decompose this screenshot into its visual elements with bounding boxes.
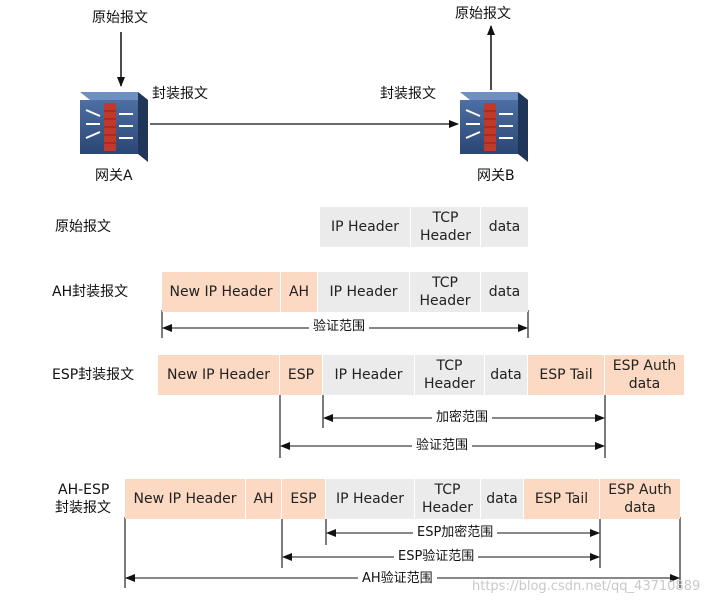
cell-data: data (485, 355, 528, 395)
original-out-label: 原始报文 (455, 6, 511, 22)
encap-a-label: 封装报文 (152, 86, 208, 102)
ahesp-esp-verify-range-label: ESP验证范围 (394, 549, 479, 565)
ahesp-ah-verify-range-label: AH验证范围 (358, 571, 437, 587)
cell-esp-tail: ESP Tail (528, 355, 605, 395)
cell-ip-header: IP Header (326, 479, 415, 519)
cell-ip-header: IP Header (323, 355, 415, 395)
cell-data: data (481, 207, 528, 247)
row-original-label: 原始报文 (55, 219, 111, 235)
cell-ah: AH (281, 272, 318, 312)
cell-new-ip-header: New IP Header (125, 479, 246, 519)
cell-ip-header: IP Header (318, 272, 410, 312)
cell-data: data (481, 272, 528, 312)
gateway-a-icon (80, 92, 148, 162)
cell-data: data (481, 479, 524, 519)
cell-new-ip-header: New IP Header (162, 272, 281, 312)
gateway-b-icon (460, 92, 528, 162)
ah-verify-range-label: 验证范围 (309, 319, 370, 335)
cell-esp: ESP (282, 479, 326, 519)
gateway-a-label: 网关A (95, 168, 133, 184)
cell-esp: ESP (280, 355, 323, 395)
row-ah-label: AH封装报文 (52, 284, 129, 300)
row-esp-label: ESP封装报文 (52, 367, 135, 383)
row-ahesp-label-line1: AH-ESP (58, 482, 110, 498)
cell-ip-header: IP Header (320, 207, 411, 247)
original-in-label: 原始报文 (92, 10, 148, 26)
cell-ah: AH (246, 479, 282, 519)
cell-esp-tail: ESP Tail (524, 479, 600, 519)
row-ahesp-label-line2: 封装报文 (55, 500, 111, 516)
watermark: https://blog.csdn.net/qq_43710889 (472, 579, 701, 594)
cell-new-ip-header: New IP Header (158, 355, 280, 395)
ahesp-esp-encrypt-range-label: ESP加密范围 (413, 525, 498, 541)
encap-b-label: 封装报文 (380, 86, 436, 102)
esp-encrypt-range-label: 加密范围 (432, 410, 493, 426)
esp-verify-range-label: 验证范围 (412, 438, 473, 454)
gateway-b-label: 网关B (477, 168, 515, 184)
